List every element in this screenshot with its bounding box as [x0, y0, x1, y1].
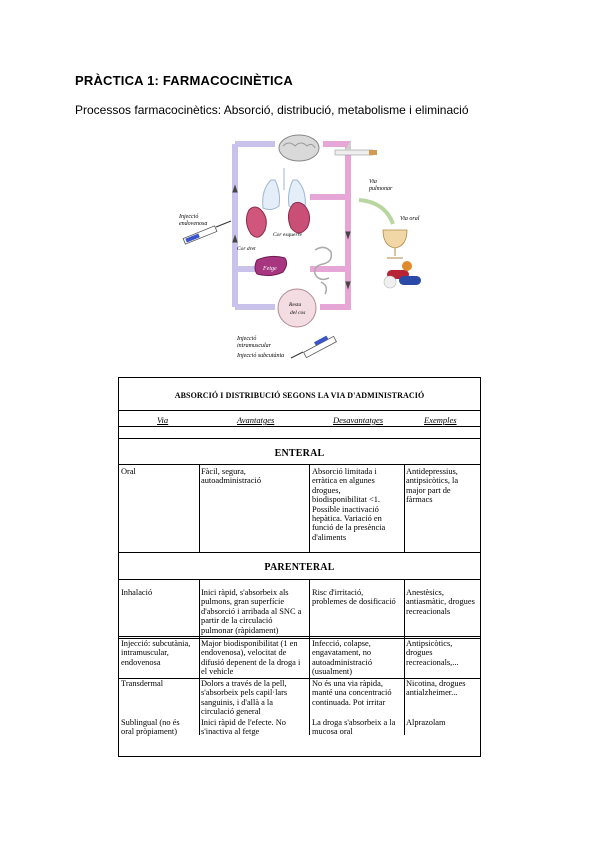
- injection-disadvantages: Infecció, colapse, engavatament, no auto…: [312, 639, 373, 677]
- inhalation-examples: Anestèsics, antiasmàtic, drogues recreac…: [406, 588, 475, 616]
- page-subtitle: Processos farmacocinètics: Absorció, dis…: [75, 103, 469, 117]
- row-divider: [119, 410, 480, 411]
- liver-icon: [254, 255, 288, 277]
- syringe-endovenous-icon: [182, 220, 232, 245]
- row-divider: [119, 552, 480, 553]
- col-divider: [309, 464, 310, 552]
- brain-icon: [278, 134, 320, 162]
- injection-advantages: Major biodisponibilitat (1 en endovenosa…: [201, 639, 301, 677]
- col-divider: [404, 464, 405, 552]
- oral-route-arrow: [358, 198, 395, 225]
- sublingual-examples: Alprazolam: [406, 718, 446, 727]
- header-via: Via: [157, 415, 169, 425]
- row-divider: [119, 438, 480, 439]
- row-divider: [119, 678, 480, 679]
- table-title: ABSORCIÓ I DISTRIBUCIÓ SEGONS LA VIA D'A…: [174, 391, 425, 400]
- sublingual-advantages: Inici ràpid de l'efecte. No s'inactiva a…: [201, 718, 286, 737]
- col-divider: [309, 579, 310, 735]
- oral-examples: Antidepressius, antipsicòtics, la major …: [406, 467, 459, 505]
- col-divider: [199, 464, 200, 552]
- inhalation-disadvantages: Risc d'irritació, problemes de dosificac…: [312, 588, 396, 607]
- row-divider: [119, 636, 480, 637]
- injection-via: Injecció: subcutània, intramuscular, end…: [121, 639, 191, 667]
- col-divider: [404, 579, 405, 735]
- flow-arrows: [232, 184, 351, 290]
- label-right-heart: Cor dret: [237, 246, 256, 252]
- pills-icon: [383, 261, 421, 289]
- rest-of-body-node: [277, 288, 317, 328]
- oral-disadvantages: Absorció limitada i erràtica en algunes …: [312, 467, 386, 542]
- injection-examples: Antipsicòtics, drogues recreacionals,...: [406, 639, 459, 667]
- sublingual-disadvantages: La droga s'absorbeix a la mucosa oral: [312, 718, 396, 737]
- header-examples: Exemples: [424, 415, 457, 425]
- transdermal-disadvantages: No és una via ràpida, manté una concentr…: [312, 679, 392, 707]
- label-subcutaneous-injection: Injecció subcutània: [236, 353, 284, 359]
- row-divider: [119, 426, 480, 427]
- oral-via: Oral: [121, 467, 136, 476]
- header-disadvantages: Desavantatges: [333, 415, 384, 425]
- col-divider: [199, 579, 200, 735]
- intestine-icon: [313, 246, 333, 295]
- cigarette-icon: [334, 140, 377, 156]
- section-parenteral: PARENTERAL: [264, 562, 335, 573]
- syringe-intramuscular-icon: [290, 335, 337, 359]
- inhalation-advantages: Inici ràpid, s'absorbeix als pulmons, gr…: [201, 588, 302, 635]
- arterial-circulation-path: [310, 141, 351, 310]
- oral-advantages: Fàcil, segura, autoadministració: [201, 467, 262, 486]
- sublingual-via: Sublingual (no és oral pròpiament): [121, 718, 180, 737]
- label-left-heart: Cor esquerre: [273, 232, 303, 238]
- row-divider: [119, 464, 480, 465]
- transdermal-advantages: Dolors a través de la pell, s'absorbeix …: [201, 679, 288, 717]
- administration-routes-table: ABSORCIÓ I DISTRIBUCIÓ SEGONS LA VIA D'A…: [118, 377, 481, 757]
- glass-icon: [382, 229, 408, 259]
- transdermal-via: Transdermal: [121, 679, 164, 688]
- inhalation-via: Inhalació: [121, 588, 153, 597]
- label-oral-route: Via oral: [400, 216, 420, 222]
- label-liver: Fetge: [262, 266, 277, 272]
- section-enteral: ENTERAL: [274, 448, 325, 459]
- row-divider: [119, 638, 480, 639]
- transdermal-examples: Nicotina, drogues antialzheimer...: [406, 679, 466, 698]
- right-heart-icon: [245, 206, 267, 238]
- left-heart-icon: [287, 201, 311, 234]
- page-title: PRÀCTICA 1: FARMACOCINÈTICA: [75, 73, 293, 88]
- row-divider: [119, 579, 480, 580]
- lungs-icon: [262, 168, 306, 211]
- header-advantages: Avantatges: [237, 415, 275, 425]
